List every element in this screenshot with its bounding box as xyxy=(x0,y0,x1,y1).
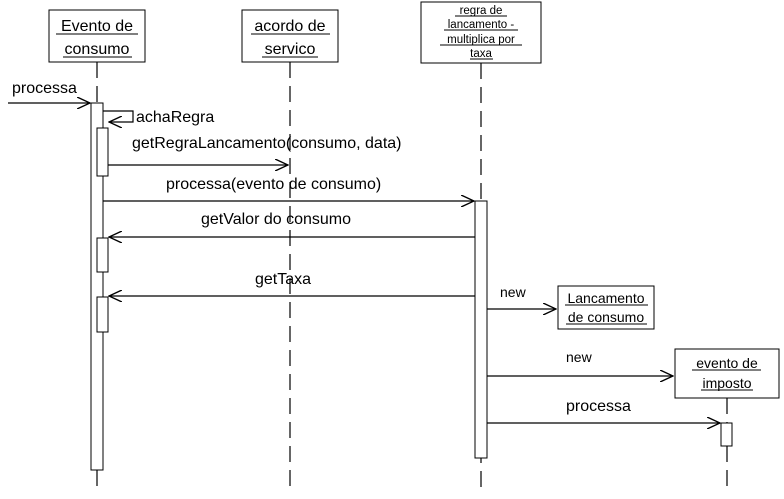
participant-evento-imposto: evento de imposto xyxy=(674,348,780,399)
participant-acordo-servico-line2: servico xyxy=(265,41,316,58)
message-processa-evento: processa(evento de consumo) xyxy=(103,176,474,201)
participant-regra-line3: multiplica por xyxy=(447,34,515,46)
participant-evento-consumo: Evento de consumo xyxy=(48,9,146,63)
participant-evento-consumo-line2: consumo xyxy=(65,41,130,58)
participant-acordo-servico-line1: acordo de xyxy=(254,18,325,35)
message-processa-entry-label: processa xyxy=(12,80,77,97)
activation-imposto xyxy=(720,422,733,447)
participant-lancamento-line2: de consumo xyxy=(568,309,644,325)
message-processa-imposto: processa xyxy=(487,398,720,423)
message-get-taxa: getTaxa xyxy=(109,271,475,296)
participant-acordo-servico: acordo de servico xyxy=(241,9,339,63)
activation-evento-acharegra xyxy=(96,127,109,177)
participant-regra-line4: taxa xyxy=(470,48,492,60)
message-get-regra-lancamento: getRegraLancamento(consumo, data) xyxy=(108,135,402,165)
message-processa-imposto-label: processa xyxy=(566,398,631,415)
message-get-valor: getValor do consumo xyxy=(109,211,475,237)
message-processa-entry: processa xyxy=(8,80,90,103)
message-processa-evento-label: processa(evento de consumo) xyxy=(166,176,381,193)
activation-evento-main xyxy=(90,102,104,471)
message-new-imposto-label: new xyxy=(566,349,593,365)
message-get-regra-lancamento-label: getRegraLancamento(consumo, data) xyxy=(132,135,402,152)
message-acha-regra-label: achaRegra xyxy=(136,109,214,126)
activation-evento-gettaxa xyxy=(96,296,109,333)
participant-regra-lancamento: regra de lancamento - multiplica por tax… xyxy=(420,1,542,64)
participant-imposto-line2: imposto xyxy=(702,375,751,391)
participant-imposto-line1: evento de xyxy=(696,355,758,371)
message-new-imposto: new xyxy=(487,349,673,376)
activation-evento-getvalor xyxy=(96,237,109,273)
participant-regra-line2: lancamento - xyxy=(448,19,515,31)
participant-evento-consumo-line1: Evento de xyxy=(61,18,133,35)
message-acha-regra: achaRegra xyxy=(103,109,214,126)
activation-regra xyxy=(474,200,488,459)
message-new-lancamento: new xyxy=(487,284,556,309)
participant-lancamento-consumo: Lancamento de consumo xyxy=(557,285,655,330)
message-get-taxa-label: getTaxa xyxy=(255,271,311,288)
participant-regra-line1: regra de xyxy=(460,5,503,17)
message-get-valor-label: getValor do consumo xyxy=(201,211,351,228)
message-new-lancamento-label: new xyxy=(500,284,527,300)
participant-lancamento-line1: Lancamento xyxy=(567,290,644,306)
